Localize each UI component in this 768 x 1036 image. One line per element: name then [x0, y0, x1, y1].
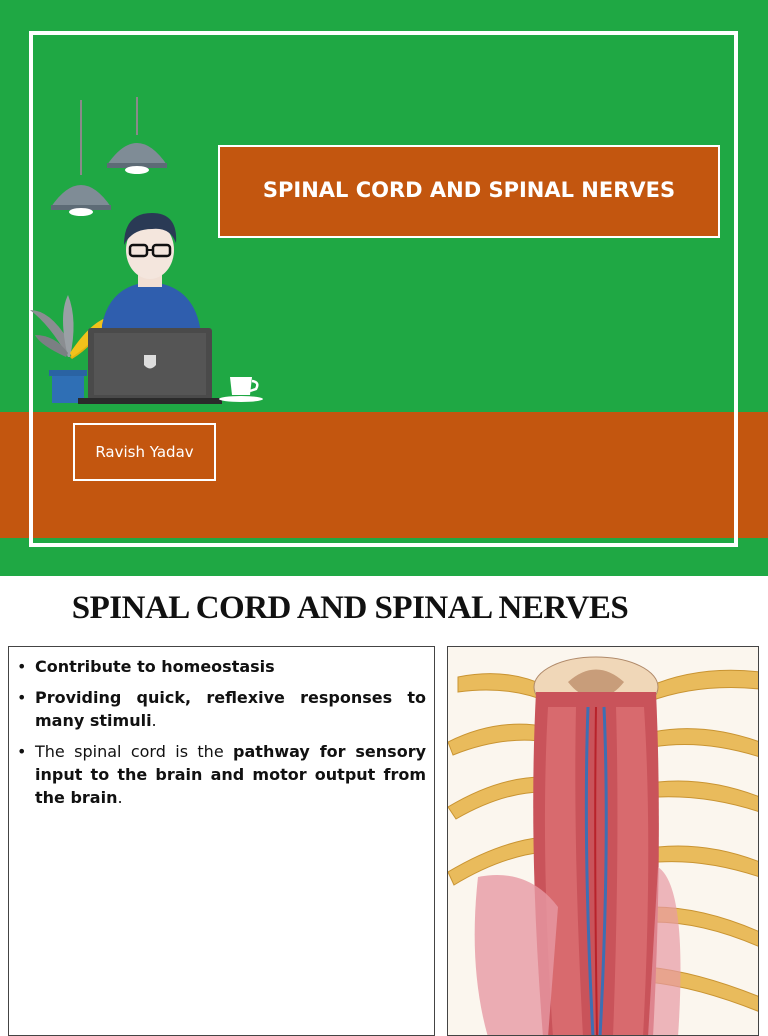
white-frame	[29, 31, 738, 547]
content-slide: SPINAL CORD AND SPINAL NERVES • Contribu…	[0, 576, 768, 1036]
bullet-list: • Contribute to homeostasis • Providing …	[8, 646, 435, 1036]
coffee-cup-icon	[219, 377, 263, 402]
slide-title: SPINAL CORD AND SPINAL NERVES	[262, 177, 676, 202]
spinal-cord-anatomy-illustration	[448, 656, 758, 1035]
slide-heading: SPINAL CORD AND SPINAL NERVES	[71, 590, 629, 626]
orange-band	[0, 412, 768, 538]
title-box: SPINAL CORD AND SPINAL NERVES	[218, 145, 720, 238]
author-box: Ravish Yadav	[73, 423, 216, 481]
bullet-dot: •	[17, 688, 27, 707]
bullet-item: • The spinal cord is the pathway for sen…	[17, 742, 427, 807]
bullet-item: • Contribute to homeostasis	[17, 657, 275, 676]
bullet-dot: •	[17, 742, 27, 761]
bullet-dot: •	[17, 657, 27, 676]
spinal-cord-image	[447, 646, 759, 1036]
author-name: Ravish Yadav	[95, 443, 194, 461]
title-slide: SPINAL CORD AND SPINAL NERVES Ravish Yad…	[0, 0, 768, 576]
pendant-lamp-icon	[51, 97, 167, 216]
bullet-item: • Providing quick, reflexive responses t…	[17, 688, 426, 730]
person-with-laptop-icon	[30, 97, 263, 404]
